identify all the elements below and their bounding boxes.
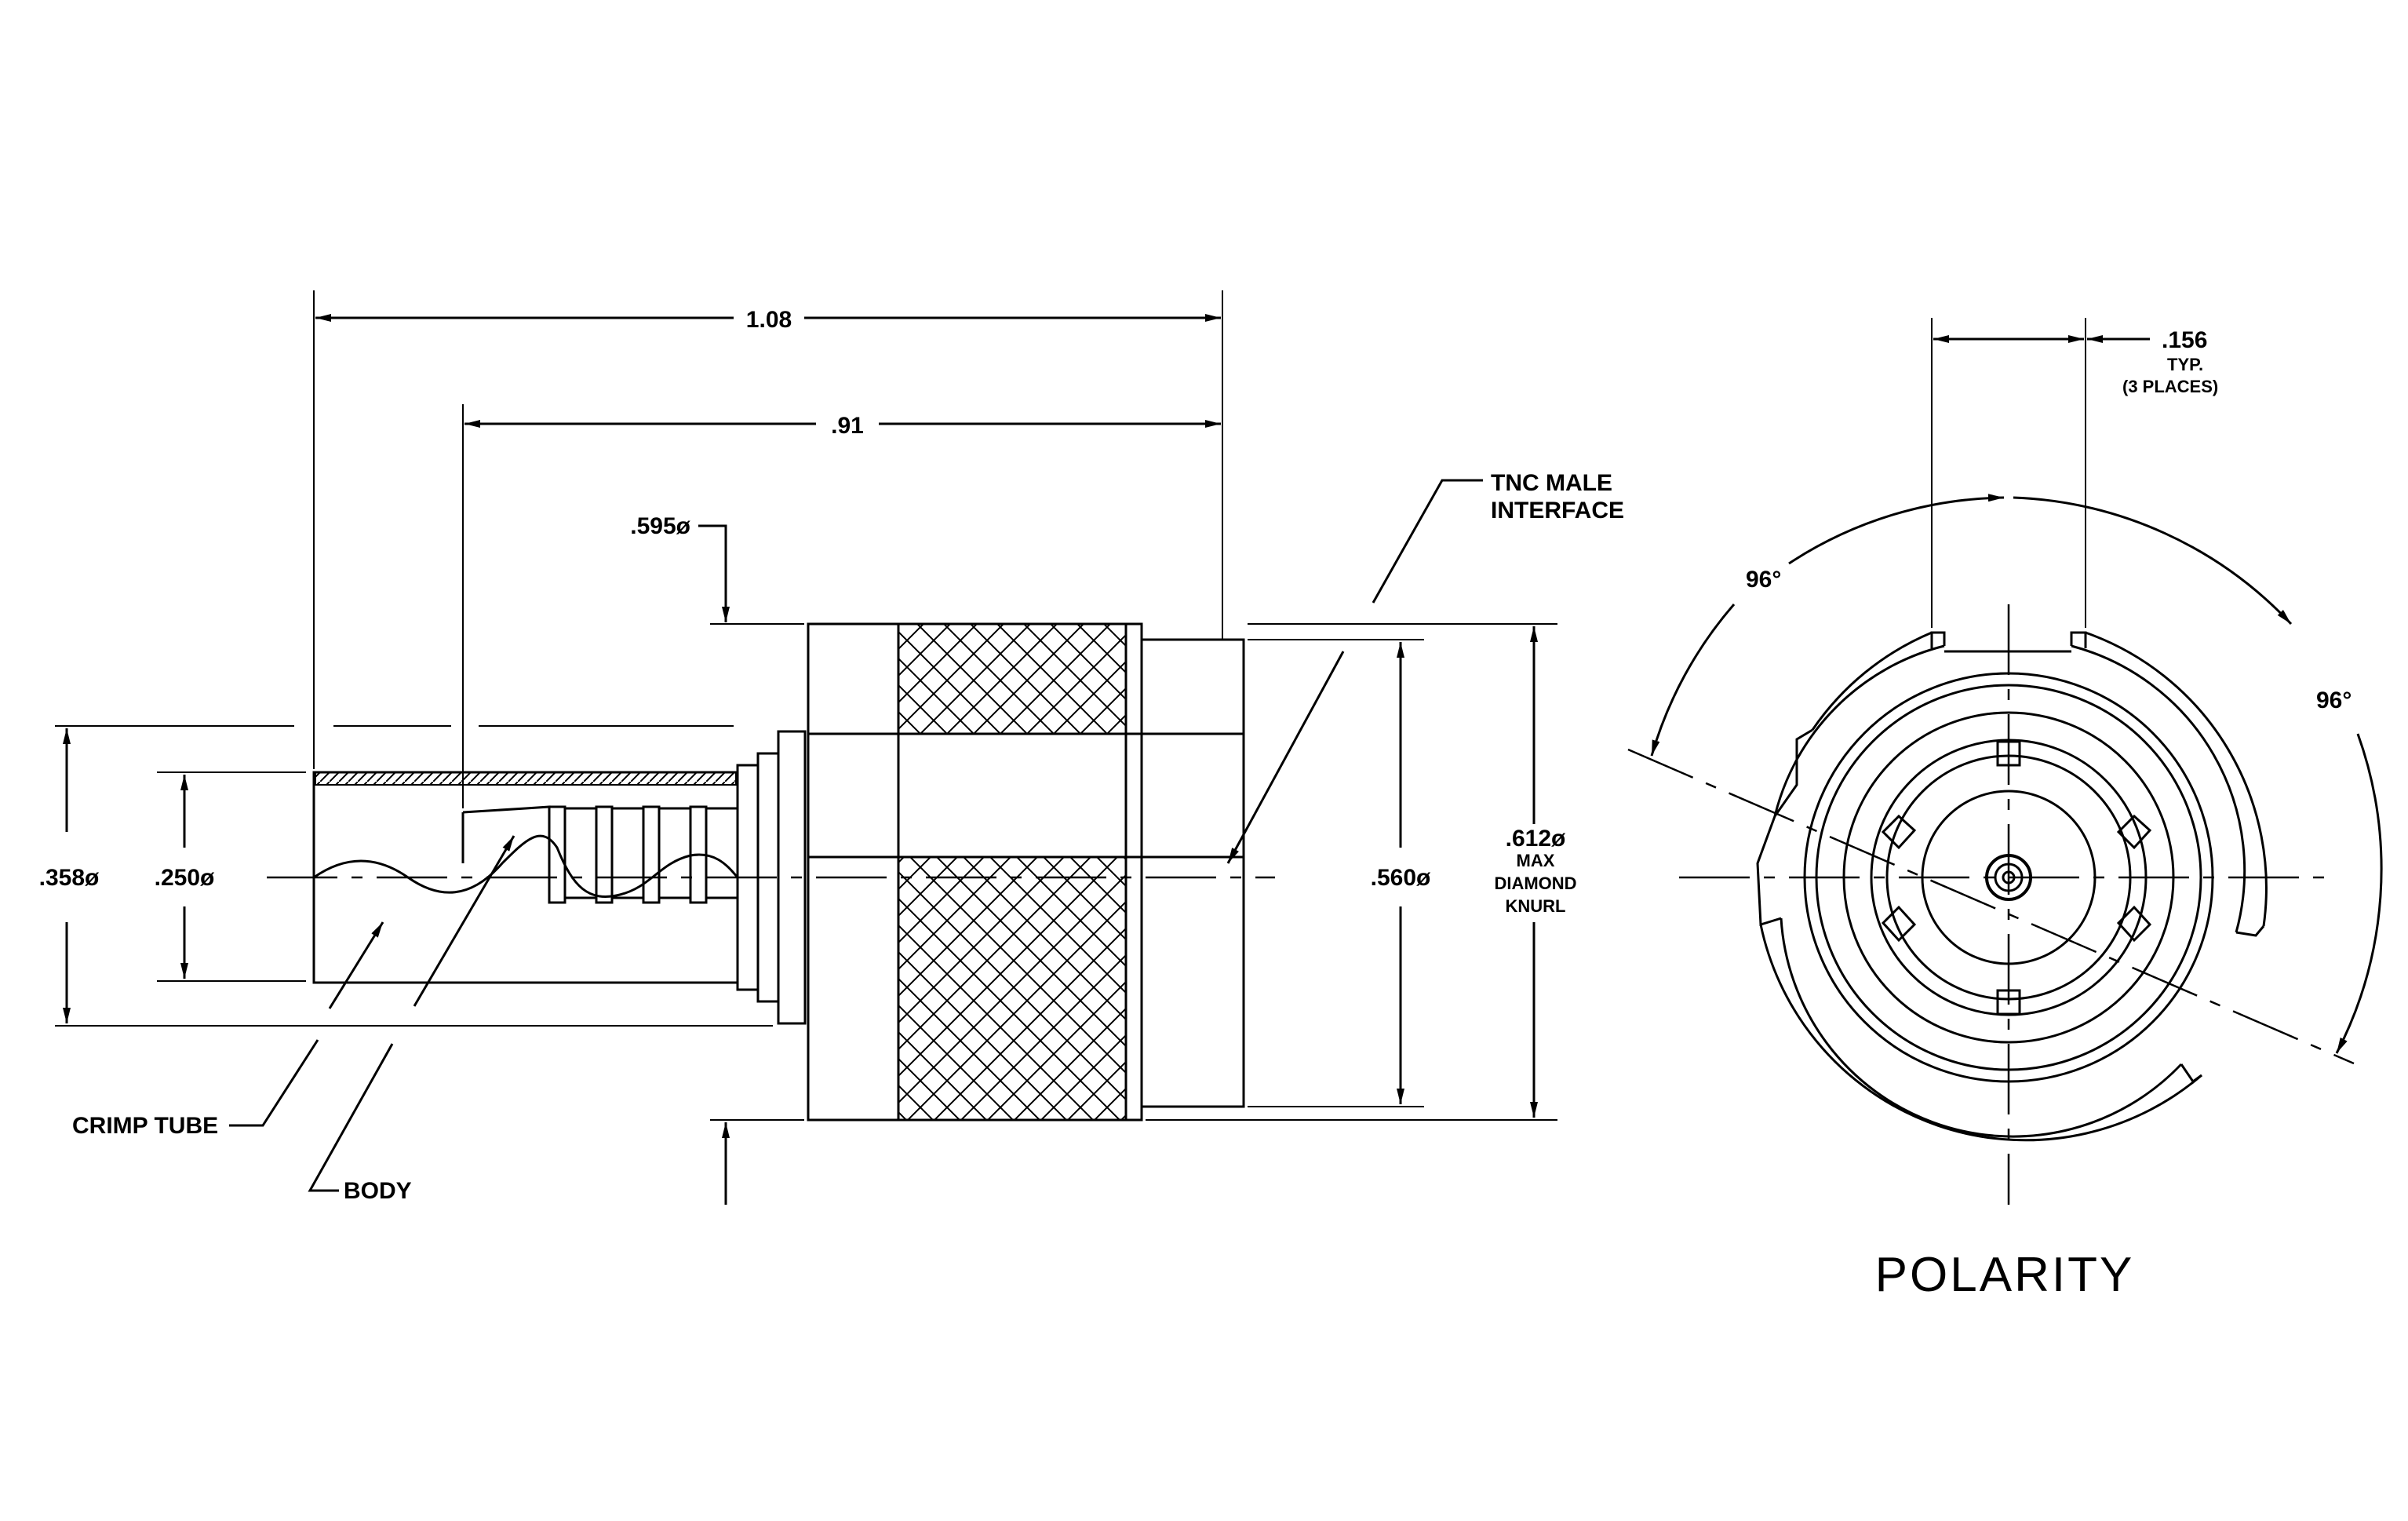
knurl-note-max: MAX bbox=[1517, 851, 1555, 870]
dim-interface-dia: .560ø bbox=[1371, 642, 1431, 1104]
body-callout: BODY bbox=[344, 1178, 412, 1204]
nut-bore bbox=[807, 732, 1245, 859]
center-contact-mid bbox=[1994, 863, 2024, 892]
crimp-tube-callout: CRIMP TUBE bbox=[72, 1113, 218, 1139]
crimp-tube-hatch bbox=[315, 771, 737, 786]
angle-left-label: 96° bbox=[1746, 567, 1781, 593]
dim-knurl-dia: .612ø MAX DIAMOND KNURL bbox=[1494, 626, 1577, 1118]
nut-rear bbox=[1124, 622, 1143, 1122]
callout-interface: TNC MALE INTERFACE bbox=[1226, 470, 1624, 864]
key-width-typ: TYP. bbox=[2167, 355, 2203, 374]
ring-6 bbox=[1921, 790, 2097, 965]
interface-callout-line2: INTERFACE bbox=[1491, 498, 1624, 523]
inner-slots bbox=[1881, 740, 2152, 1016]
extension-lines bbox=[55, 290, 1557, 1121]
body-dia-label: .250ø bbox=[155, 865, 215, 891]
dim-front-dia: .595ø bbox=[630, 513, 730, 1205]
crimp-dia-label: .358ø bbox=[39, 865, 100, 891]
flange-3 bbox=[777, 730, 807, 1025]
angle-left: 96° bbox=[1650, 494, 2005, 757]
ring-2 bbox=[1815, 684, 2202, 1071]
dim-overall-length: 1.08 bbox=[315, 307, 1221, 333]
outer-sleeve bbox=[1759, 631, 2268, 1142]
body-length-label: .91 bbox=[831, 413, 864, 439]
interface-callout-line1: TNC MALE bbox=[1491, 470, 1612, 496]
polarity-centerline-diag bbox=[1627, 748, 2355, 1065]
center-contact-outer bbox=[1985, 854, 2032, 901]
interface-tip bbox=[1140, 638, 1245, 1108]
overall-length-label: 1.08 bbox=[746, 307, 792, 333]
knurl-note-knurl: KNURL bbox=[1506, 896, 1566, 916]
ring-1 bbox=[1803, 672, 2214, 1083]
dim-key-width: .156 TYP. (3 PLACES) bbox=[1931, 318, 2218, 628]
callout-crimp-tube: CRIMP TUBE bbox=[72, 921, 384, 1139]
key-width-label: .156 bbox=[2162, 327, 2207, 353]
dim-body-dia: .250ø bbox=[155, 775, 215, 979]
knurl-dia-label: .612ø bbox=[1506, 826, 1566, 852]
angle-right-label: 96° bbox=[2316, 688, 2352, 713]
dim-crimp-dia: .358ø bbox=[39, 728, 100, 1023]
knurl-note-diamond: DIAMOND bbox=[1494, 874, 1576, 893]
nut-front bbox=[807, 622, 900, 1122]
front-dia-label: .595ø bbox=[630, 513, 690, 539]
break-line bbox=[313, 834, 739, 898]
side-view: 1.08 .91 .595ø .358ø .250ø bbox=[39, 290, 1624, 1205]
dim-body-length: .91 bbox=[464, 413, 1221, 439]
polarity-view: .156 TYP. (3 PLACES) 96° 96° POLARITY bbox=[1627, 318, 2383, 1302]
key-width-places: (3 PLACES) bbox=[2122, 377, 2218, 396]
polarity-title: POLARITY bbox=[1875, 1248, 2135, 1302]
knurl-lower bbox=[897, 855, 1127, 1122]
angle-right: 96° bbox=[2013, 496, 2383, 1054]
knurl-upper bbox=[897, 622, 1127, 735]
interface-dia-label: .560ø bbox=[1371, 865, 1431, 891]
outer-ring bbox=[1773, 644, 2246, 1138]
ring-5 bbox=[1885, 754, 2132, 1001]
callout-body: BODY bbox=[308, 835, 515, 1204]
ring-3 bbox=[1842, 711, 2175, 1044]
center-contact-inner bbox=[2002, 870, 2016, 885]
